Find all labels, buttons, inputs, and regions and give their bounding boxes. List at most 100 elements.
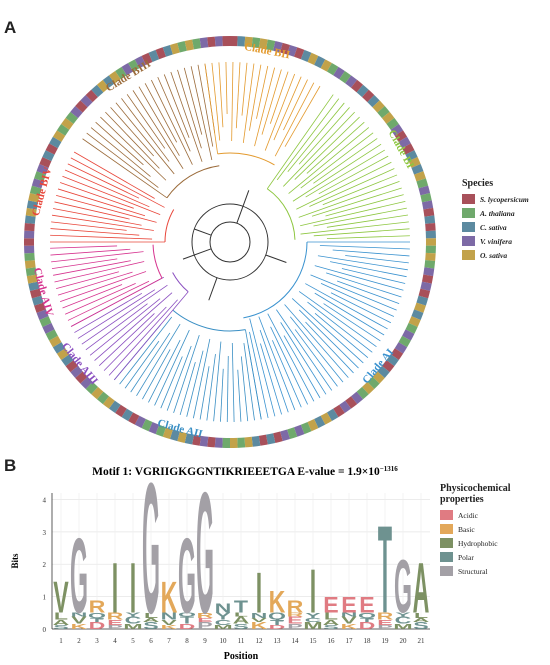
species-ring-segment [251,435,261,447]
species-ring-segment [326,408,339,422]
logo-letter: G [178,517,196,636]
species-ring-segment [36,309,49,320]
species-ring-segment [42,150,55,162]
species-ring-segment [339,70,352,84]
x-tick-label: 19 [382,637,390,645]
logo-letter: C [215,618,232,627]
species-ring-segment [394,130,408,142]
logo-letter: M [123,622,142,631]
species-ring-segment [70,106,83,119]
species-ring-segment [169,42,180,55]
property-legend-label: Polar [458,552,474,562]
property-legend-swatch [440,510,453,520]
species-ring-segment [80,94,93,108]
species-ring-segment [31,295,44,306]
logo-letter: G [142,455,160,653]
species-ring-segment [372,100,385,113]
species-ring-segment [405,150,418,162]
logo-letter: L [234,612,248,618]
species-ring-segment [102,75,115,88]
species-ring-segment [386,354,399,367]
species-ring-segment [425,238,436,246]
species-ring-segment [85,89,98,103]
species-legend-item: A. thaliana [462,208,548,218]
species-ring-segment [115,66,127,80]
species-ring-segment [177,41,187,53]
x-tick-label: 7 [167,637,171,645]
species-ring-segment [280,42,291,55]
species-ring-segment [381,360,395,373]
species-ring-segment [237,36,246,47]
logo-letter: Y [125,612,140,618]
species-ring-segment [350,391,364,405]
logo-letter: Q [88,611,106,620]
logo-letter: R [89,597,106,617]
logo-letter: Q [268,611,286,622]
motif-title: Motif 1: VGRIIGKGGNTIKRIEEETGA E-value =… [92,465,398,478]
logo-letter: C [395,615,412,626]
species-ring-segment [258,38,268,50]
species-legend-swatch [462,208,475,218]
species-ring-segment [333,404,345,418]
logo-letter: V [341,615,357,626]
property-legend-swatch [440,566,453,576]
logo-letter: G [394,545,412,629]
species-ring-segment [29,185,42,196]
species-ring-segment [314,415,326,429]
x-tick-label: 1 [59,637,63,645]
logo-letter: K [251,620,268,631]
x-axis-label: Position [224,651,259,662]
logo-letter: S [143,620,159,631]
species-ring [23,36,436,448]
species-legend-item: O. sativa [462,250,548,260]
x-tick-label: 9 [203,637,207,645]
species-ring-segment [421,274,434,284]
species-ring-segment [25,207,37,217]
species-ring-segment [424,260,436,269]
species-ring-segment [61,117,74,130]
y-tick-label: 3 [43,529,47,537]
species-ring-segment [414,171,426,182]
x-tick-label: 15 [310,637,318,645]
logo-letter: A [53,618,70,627]
clade-branches [113,309,262,422]
x-tick-label: 21 [418,637,426,645]
species-ring-segment [398,335,411,348]
species-ring-segment [356,84,369,98]
species-ring-segment [237,437,246,448]
logo-letter: A [143,617,160,623]
species-legend-swatch [462,236,475,246]
x-tick-label: 4 [113,637,117,645]
logo-letter: C [305,617,322,623]
species-ring-segment [362,381,375,395]
species-ring-segment [162,44,173,57]
logo-letter: R [377,611,394,622]
species-ring-segment [108,70,121,84]
species-ring-segment [273,431,283,443]
y-tick-label: 1 [43,594,47,602]
species-ring-segment [251,37,261,49]
logo-letter: A [323,618,340,627]
species-ring-segment [367,94,380,108]
species-legend-label: C. sativa [480,222,507,232]
species-ring-segment [24,245,35,254]
logo-letter: P [107,624,122,630]
property-legend-item: Acidic [440,510,548,520]
species-ring-segment [411,309,424,320]
species-ring-segment [421,200,434,210]
species-ring-segment [141,419,153,432]
species-ring-segment [402,143,415,155]
logo-letter: I [310,557,316,626]
property-legend-item: Structural [440,566,548,576]
species-ring-segment [56,348,70,360]
species-ring-segment [148,422,160,435]
logo-letter: S [233,622,248,631]
species-ring-segment [96,391,110,405]
species-ring-segment [34,171,46,182]
species-ring-segment [230,36,238,47]
x-tick-label: 3 [95,637,99,645]
species-ring-segment [362,89,375,103]
species-ring-segment [273,41,283,53]
